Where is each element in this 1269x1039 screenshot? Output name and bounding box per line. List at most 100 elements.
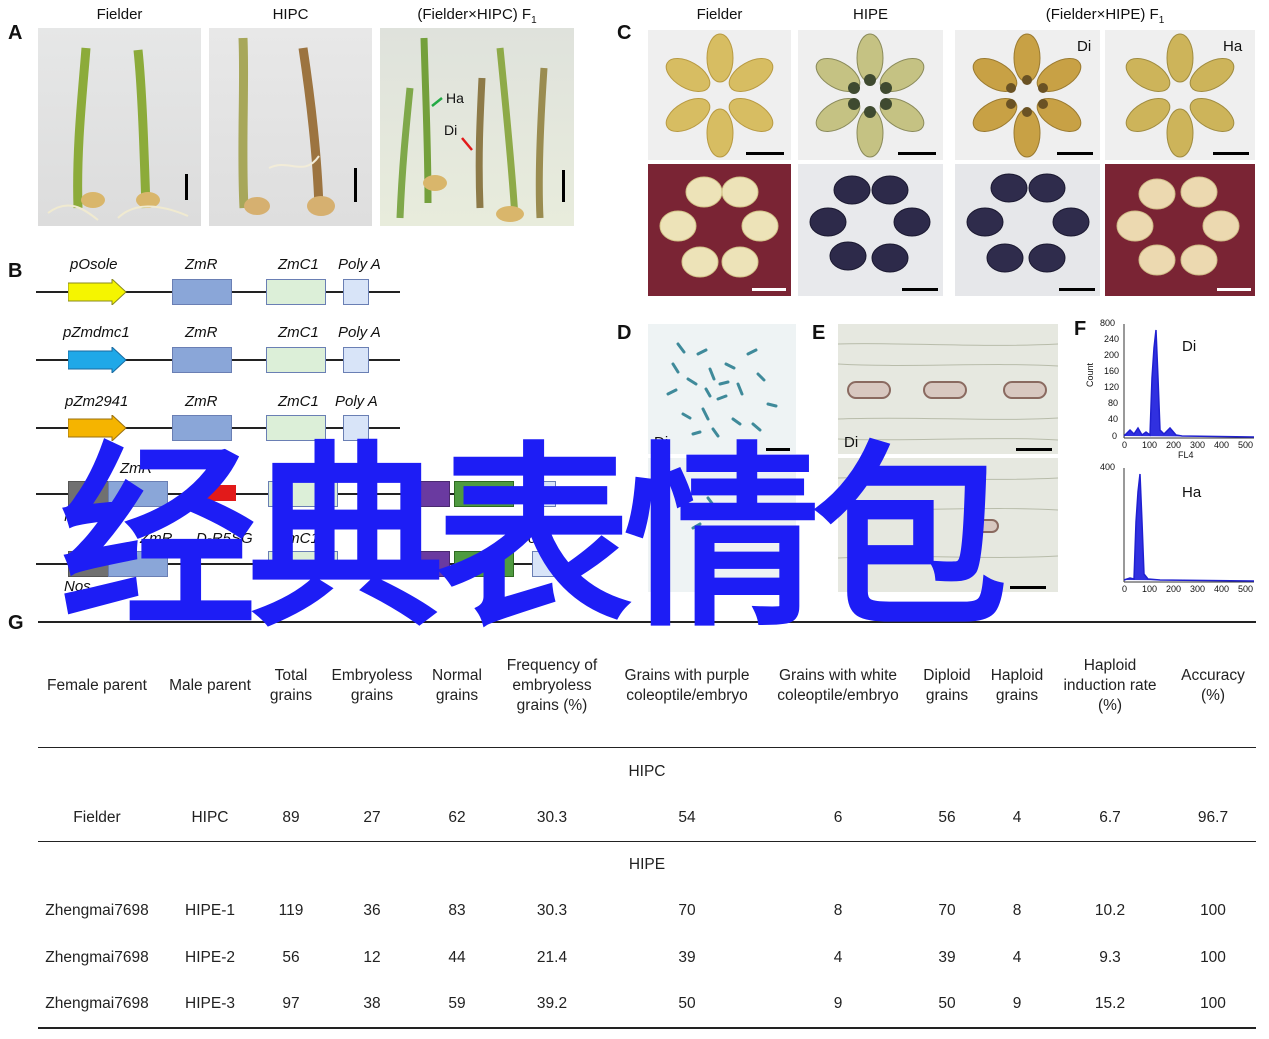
column-header: Male parent [169, 677, 251, 694]
gene1-label: ZmR [185, 256, 218, 273]
table-cell: Zhengmai7698 [45, 949, 149, 966]
panel-a-caption-f1: (Fielder×HIPC) F1 [417, 6, 537, 26]
gene1-box [108, 551, 168, 577]
flow-histogram-ha: 400 0 100 200 300 400 500 Ha [1090, 462, 1260, 608]
fragment-label: N [64, 508, 75, 525]
tag-di: Di [844, 434, 859, 451]
scale-bar [898, 152, 936, 155]
table-cell: 10.2 [1094, 902, 1126, 919]
overlay-watermark-text: 经典表情包 [60, 426, 1008, 654]
chromosome-photo-di: Di [648, 324, 796, 454]
table-cell: 56 [938, 809, 956, 826]
gene2-box [266, 347, 326, 373]
ytick: 120 [1104, 382, 1120, 392]
scale-bar [354, 168, 357, 202]
gene2-box [268, 551, 338, 577]
block-box [412, 481, 450, 507]
terminator-box [532, 481, 556, 507]
table-cell: HIPE-3 [185, 995, 235, 1012]
section-title: HIPE [628, 856, 666, 873]
terminator-label: Poly A [338, 256, 381, 273]
panel-b-label: B [8, 260, 23, 282]
terminator-label: Pol [520, 460, 542, 477]
promoter-label: pOsole [70, 256, 118, 273]
block-box [68, 481, 110, 507]
gene1-label: ZmR [185, 324, 218, 341]
panel-c-caption-f1: (Fielder×HIPE) F1 [1045, 6, 1165, 26]
arrow-label-ha: Ha [446, 90, 464, 106]
gene2-label: ZmC1 [278, 324, 319, 341]
table-cell: Fielder [73, 809, 121, 826]
tag-ha: Ha [1182, 484, 1202, 501]
gene-label: D-R5SG [196, 530, 253, 547]
section-rule [38, 841, 1256, 842]
xtick: 500 [1238, 584, 1254, 594]
panel-c-caption-hipe: HIPE [852, 6, 888, 23]
stomata-photo-ha [838, 458, 1058, 592]
grain-photo-hipe-top [798, 30, 943, 160]
flow-histogram-di: 800 240 200 160 120 80 40 0 Count 0 100 … [1085, 318, 1260, 466]
fragment-label: Nos [64, 578, 91, 595]
ytick: 160 [1104, 366, 1120, 376]
table-cell: 9 [1012, 995, 1022, 1012]
table-cell: 97 [282, 995, 300, 1012]
ytick: 80 [1108, 398, 1119, 408]
ytick: 200 [1104, 350, 1120, 360]
table-cell: Zhengmai7698 [45, 995, 149, 1012]
tag-ha: Ha [1223, 38, 1243, 55]
reverse-arrow [188, 481, 236, 505]
table-cell: 39 [938, 949, 956, 966]
ytick: 0 [1112, 431, 1118, 441]
table-cell: 100 [1200, 949, 1226, 966]
scale-bar [1059, 288, 1095, 291]
seedling-photo-f1: Ha Di [380, 28, 574, 226]
gene-label: ZmC1 [278, 460, 319, 477]
scale-bar [1010, 586, 1046, 589]
xtick: 100 [1142, 440, 1158, 450]
xtick: 100 [1142, 584, 1158, 594]
table-cell: 62 [448, 809, 466, 826]
block-box [412, 551, 450, 577]
table-cell: 30.3 [536, 902, 568, 919]
gene1-box [172, 347, 232, 373]
table-cell: 27 [363, 809, 381, 826]
y-axis-label: Count [1085, 362, 1096, 388]
chromosome-photo-ha [648, 458, 796, 592]
panel-g-label: G [8, 612, 24, 634]
table-cell: HIPE-2 [185, 949, 235, 966]
gene2-box [266, 279, 326, 305]
ytick: 40 [1108, 414, 1119, 424]
promoter-arrow [68, 347, 127, 373]
xtick: 400 [1214, 440, 1230, 450]
table-cell: 83 [448, 902, 466, 919]
table-cell: HIPC [191, 809, 229, 826]
scale-bar [1213, 152, 1249, 155]
panel-e-label: E [812, 322, 826, 344]
panel-d-label: D [617, 322, 632, 344]
gene-label: ZmC1 [278, 530, 319, 547]
terminator-box [343, 347, 369, 373]
xtick: 200 [1166, 440, 1182, 450]
table-cell: 39 [678, 949, 696, 966]
xtick: 300 [1190, 440, 1206, 450]
gene2-label: ZmC1 [278, 393, 319, 410]
table-cell: 4 [1012, 809, 1022, 826]
tag-di: Di [654, 434, 669, 451]
gene1-box [108, 481, 168, 507]
grain-photo-hipe-bottom [798, 164, 943, 296]
x-axis-label: FL4 [1178, 450, 1194, 460]
column-header: Female parent [47, 677, 147, 694]
bar-box [454, 481, 514, 507]
table-cell: 50 [678, 995, 696, 1012]
table-cell: 96.7 [1197, 809, 1229, 826]
terminator-label: Poly A [335, 393, 378, 410]
xtick: 0 [1122, 440, 1128, 450]
scale-bar [902, 288, 938, 291]
table-cell: 56 [282, 949, 300, 966]
seedling-photo-fielder [38, 28, 201, 226]
terminator-box [343, 279, 369, 305]
